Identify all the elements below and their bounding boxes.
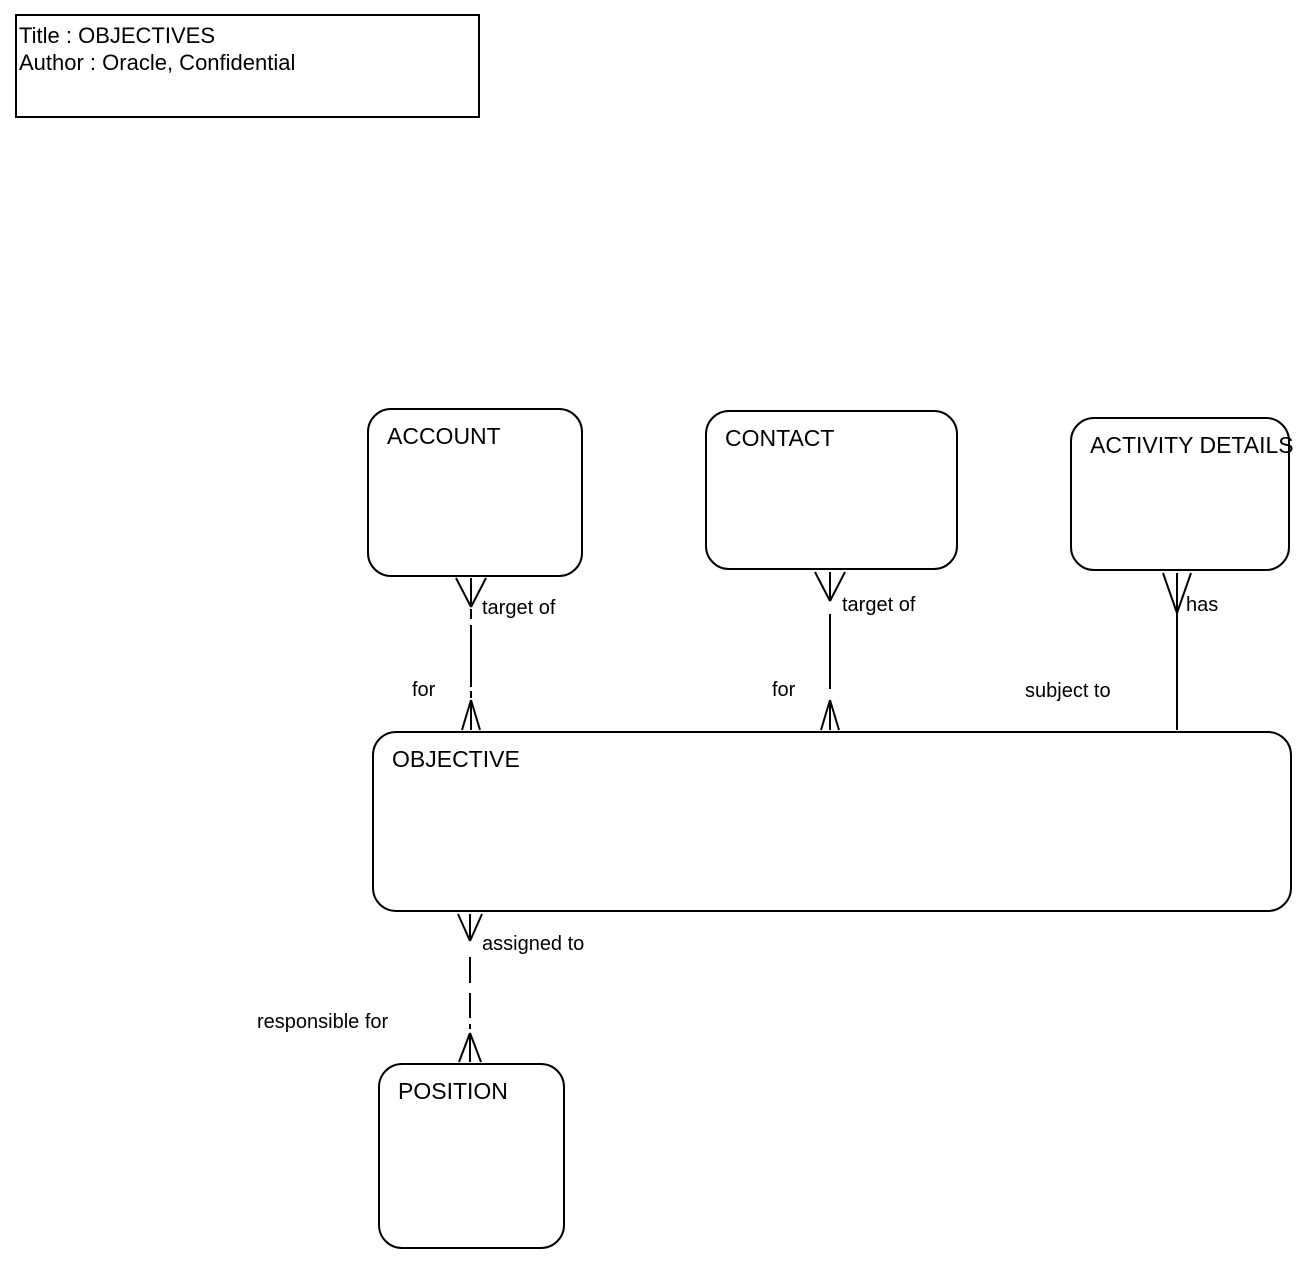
relationship-label-has: has	[1186, 594, 1219, 616]
entity-account[interactable]: ACCOUNT	[367, 408, 583, 577]
title-block: Title : OBJECTIVES Author : Oracle, Conf…	[15, 14, 480, 118]
entity-activity-details[interactable]: ACTIVITY DETAILS	[1070, 417, 1294, 571]
entity-account-label: ACCOUNT	[387, 423, 501, 449]
crows-foot-position-end	[458, 1032, 482, 1063]
crows-foot-contact-end	[814, 571, 846, 602]
entity-position[interactable]: POSITION	[378, 1063, 565, 1249]
diagram-author-line: Author : Oracle, Confidential	[19, 50, 296, 75]
entity-objective[interactable]: OBJECTIVE	[372, 731, 1292, 912]
relationship-label-subject-to: subject to	[1025, 680, 1111, 702]
entity-position-label: POSITION	[398, 1078, 508, 1104]
entity-contact[interactable]: CONTACT	[705, 410, 958, 570]
entity-objective-label: OBJECTIVE	[392, 746, 520, 772]
relationship-label-for-account: for	[412, 679, 436, 701]
relationship-label-for-contact: for	[772, 679, 796, 701]
relationship-contact-objective[interactable]	[814, 571, 846, 731]
diagram-title-line: Title : OBJECTIVES	[19, 23, 216, 48]
crows-foot-objective-end	[457, 913, 483, 942]
relationship-label-responsible-for: responsible for	[257, 1011, 389, 1033]
entity-contact-label: CONTACT	[725, 425, 835, 451]
relationship-objective-position[interactable]	[457, 913, 483, 1063]
relationship-label-target-of-contact: target of	[842, 594, 916, 616]
crows-foot-objective-end	[461, 699, 481, 731]
entity-activity-details-label: ACTIVITY DETAILS	[1090, 432, 1294, 458]
relationship-label-assigned-to: assigned to	[482, 933, 585, 955]
crows-foot-objective-end	[820, 699, 840, 731]
relationship-label-target-of-account: target of	[482, 597, 556, 619]
